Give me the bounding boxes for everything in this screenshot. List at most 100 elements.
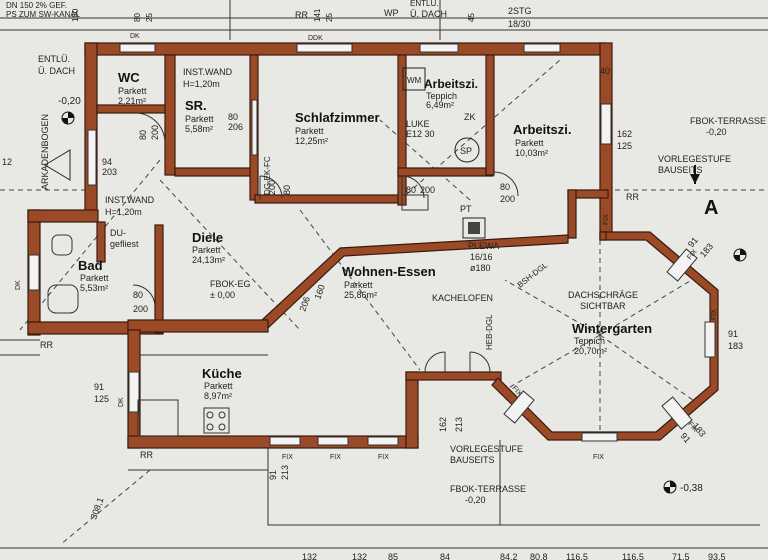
label-fbok-terrasse-right-val: -0,20: [706, 127, 727, 137]
dim-top-c: 25: [145, 13, 154, 22]
label-sp: SP: [460, 146, 472, 156]
dim-arb-door3: 80: [500, 182, 510, 192]
label-wm: WM: [407, 76, 422, 85]
label-fix3: FIX: [378, 454, 389, 461]
label-plewa-dim: 16/16: [470, 252, 493, 262]
room-wohnen-floor: Parkett: [344, 280, 373, 290]
room-labels: WC Parkett 2,21m² INST.WAND H=1,20m SR. …: [78, 67, 652, 401]
label-gef: DN 150 2% GEF.: [6, 1, 67, 10]
dim-arb-door2: 200: [420, 185, 435, 195]
label-stg-top: 2STG: [508, 6, 532, 16]
room-bad-name: Bad: [78, 258, 103, 273]
label-kachelofen: KACHELOFEN: [432, 293, 493, 303]
dim-91: 91: [94, 382, 104, 392]
label-inst-wand-bad1: INST.WAND: [105, 195, 155, 205]
dim-arb-door1: 80: [406, 185, 416, 195]
room-wc-floor: Parkett: [118, 86, 147, 96]
label-dk1: DK: [130, 33, 140, 40]
dim-bottom-2: 132: [352, 552, 367, 560]
room-diele-floor: Parkett: [192, 245, 221, 255]
room-arbeitszi-small-floor: Teppich: [426, 91, 457, 101]
dim-bottom-10: 93,5: [708, 552, 726, 560]
dim-12: 12: [2, 157, 12, 167]
walls: [27, 42, 719, 449]
label-plewa-dia: ø180: [470, 263, 491, 273]
label-rr1: RR: [40, 340, 53, 350]
dim-top-e: 25: [325, 13, 334, 22]
label-entlue-top: ENTLÜ.: [410, 0, 438, 8]
room-sr-name: SR.: [185, 98, 207, 113]
level-marker-right-icon: [733, 248, 747, 262]
label-luke: LUKE: [406, 119, 430, 129]
label-dk3: DK: [118, 397, 125, 407]
room-wohnen-area: 25,86m²: [344, 290, 377, 300]
dim-91-183a: 91: [728, 329, 738, 339]
label-vorlegestufe-bottom1: VORLEGESTUFE: [450, 444, 523, 454]
label-wp: WP: [384, 8, 399, 18]
dim-bottom-6: 80,8: [530, 552, 548, 560]
label-level-left: -0,20: [58, 96, 81, 107]
label-gefliest: gefliest: [110, 239, 139, 249]
dim-bad-door2: 200: [133, 304, 148, 314]
room-wintergarten-floor: Teppich: [574, 336, 605, 346]
annotations: DN 150 2% GEF. PS ZUM SW-KANAL ENTLÜ. Ü.…: [6, 0, 766, 505]
dim-sz-door: 80: [282, 185, 292, 195]
label-rr4: RR: [626, 192, 639, 202]
label-plewa: PLEWA: [468, 241, 499, 251]
dim-bottom-3: 85: [388, 552, 398, 560]
room-diele-area: 24,13m²: [192, 255, 225, 265]
room-bad-floor: Parkett: [80, 273, 109, 283]
label-ps-kanal: PS ZUM SW-KANAL: [6, 10, 81, 19]
dim-125: 125: [617, 141, 632, 151]
dim-bottom-9: 71,5: [672, 552, 690, 560]
label-fbok-terrasse-right: FBOK-TERRASSE: [690, 116, 766, 126]
label-rr2: RR: [140, 450, 153, 460]
label-dk4: DK: [15, 280, 22, 290]
dim-162: 162: [617, 129, 632, 139]
label-arkadenbogen: ARKADENBOGEN: [40, 114, 50, 190]
label-level-bottom: -0,38: [680, 483, 703, 494]
room-sr-area: 5,58m²: [185, 124, 213, 134]
dim-bottom-5: 84,2: [500, 552, 518, 560]
windows: [28, 43, 716, 446]
room-sr-note2: H=1,20m: [183, 79, 220, 89]
room-kueche-name: Küche: [202, 366, 242, 381]
label-dk2: DDK: [308, 35, 323, 42]
label-fbok-eg: FBOK-EG: [210, 279, 251, 289]
label-du: DU-: [110, 228, 126, 238]
section-arrow-icon: [690, 165, 700, 184]
label-udach-top: Ü. DACH: [410, 9, 447, 19]
label-fix5: FIX: [711, 309, 718, 320]
label-section-a: A: [704, 197, 718, 219]
construction-lines: [0, 59, 768, 546]
label-luke-dim: E12 30: [406, 129, 435, 139]
room-bad-area: 5,53m²: [80, 283, 108, 293]
dim-162-213: 162: [438, 417, 448, 432]
label-vorlegestufe-bottom2: BAUSEITS: [450, 455, 495, 465]
dim-arb-door4: 200: [500, 194, 515, 204]
dim-91-213b: 213: [280, 465, 290, 480]
room-diele-name: Diele: [192, 230, 223, 245]
door-swings: [132, 112, 519, 373]
dim-91-183c: 91: [686, 235, 700, 249]
label-stg-val: 18/30: [508, 19, 531, 29]
dim-206: 206: [297, 295, 312, 313]
label-fix2: FIX: [330, 454, 341, 461]
room-wc-name: WC: [118, 70, 140, 85]
dim-top-d: 141: [313, 8, 322, 22]
arkaden-triangle-icon: [44, 149, 71, 181]
dim-bad-door1: 80: [133, 290, 143, 300]
dim-top-b: 80: [133, 13, 142, 22]
room-schlafzimmer-name: Schlafzimmer: [295, 110, 380, 125]
dim-top-g: 40: [600, 66, 610, 76]
label-entlue: ENTLÜ.: [38, 54, 70, 64]
dim-91-183e: 91: [678, 431, 692, 445]
label-fix1: FIX: [282, 454, 293, 461]
dim-91-213a: 91: [268, 470, 278, 480]
dim-bottom-7: 116,5: [566, 552, 588, 560]
label-fix4: FIX: [593, 454, 604, 461]
dim-125b: 125: [94, 394, 109, 404]
label-fbok-terrasse-bottom: FBOK-TERRASSE: [450, 484, 526, 494]
top-dimension-band: [0, 0, 768, 40]
